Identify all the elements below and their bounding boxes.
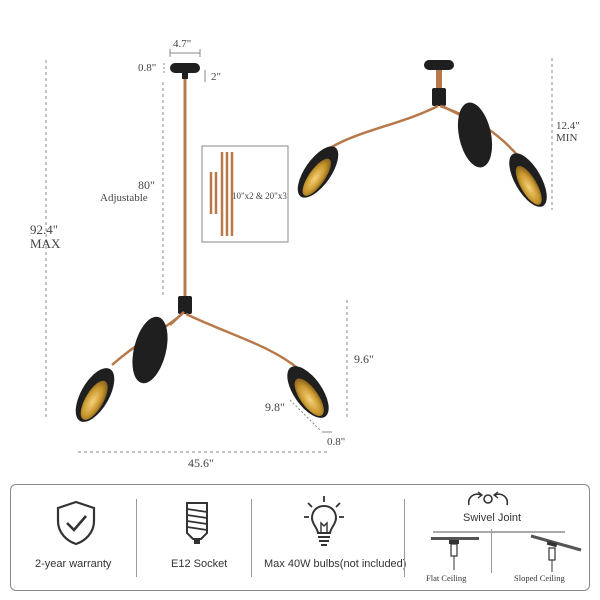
- total-width-label: 45.6": [188, 456, 214, 470]
- min-height-label: 12.4": [556, 120, 580, 132]
- total-height-label: 92.4": [30, 222, 59, 237]
- shade-center: [132, 316, 168, 384]
- divider: [136, 499, 137, 577]
- bulbs-label: Max 40W bulbs(not included): [264, 558, 407, 570]
- divider: [404, 499, 405, 577]
- canopy-drop-label: 2": [211, 71, 221, 83]
- warranty-label: 2-year warranty: [35, 558, 112, 570]
- canopy-height-label: 0.8": [138, 62, 157, 74]
- e12-socket-icon: [186, 502, 208, 544]
- rods-included-illustration: [209, 152, 234, 236]
- ceiling-mount-illustrations: [431, 531, 582, 572]
- rods-included-label: 10"x2 & 20"x3: [232, 191, 287, 201]
- swivel-arrows-icon: [467, 491, 509, 506]
- product-dimension-diagram: [45, 49, 553, 453]
- canopy-width-label: 4.7": [173, 38, 192, 50]
- total-height-max-label: MAX: [30, 236, 61, 251]
- arm-height-label: 9.6": [354, 352, 374, 366]
- rod-adjustable-label: Adjustable: [100, 192, 148, 204]
- shade-width-label: 0.8": [327, 436, 346, 448]
- sloped-ceiling-label: Sloped Ceiling: [514, 573, 565, 583]
- swivel-title: Swivel Joint: [463, 512, 522, 524]
- rod-length-label: 80": [138, 178, 155, 192]
- divider: [251, 499, 252, 577]
- shade-length-label: 9.8": [265, 400, 285, 414]
- pendant-full-height: [75, 63, 329, 422]
- features-panel: 2-year warranty E12 Socket Max 40W bulbs…: [10, 484, 590, 591]
- divider: [491, 529, 492, 573]
- canopy: [170, 63, 200, 73]
- lightbulb-icon: [304, 496, 344, 546]
- socket-label: E12 Socket: [171, 558, 228, 570]
- min-height-min-label: MIN: [556, 132, 578, 144]
- pendant-min-height: [297, 60, 547, 207]
- hub: [178, 296, 192, 314]
- dimension-lines: [45, 49, 553, 453]
- shield-check-icon: [56, 500, 96, 546]
- flat-ceiling-label: Flat Ceiling: [426, 573, 467, 583]
